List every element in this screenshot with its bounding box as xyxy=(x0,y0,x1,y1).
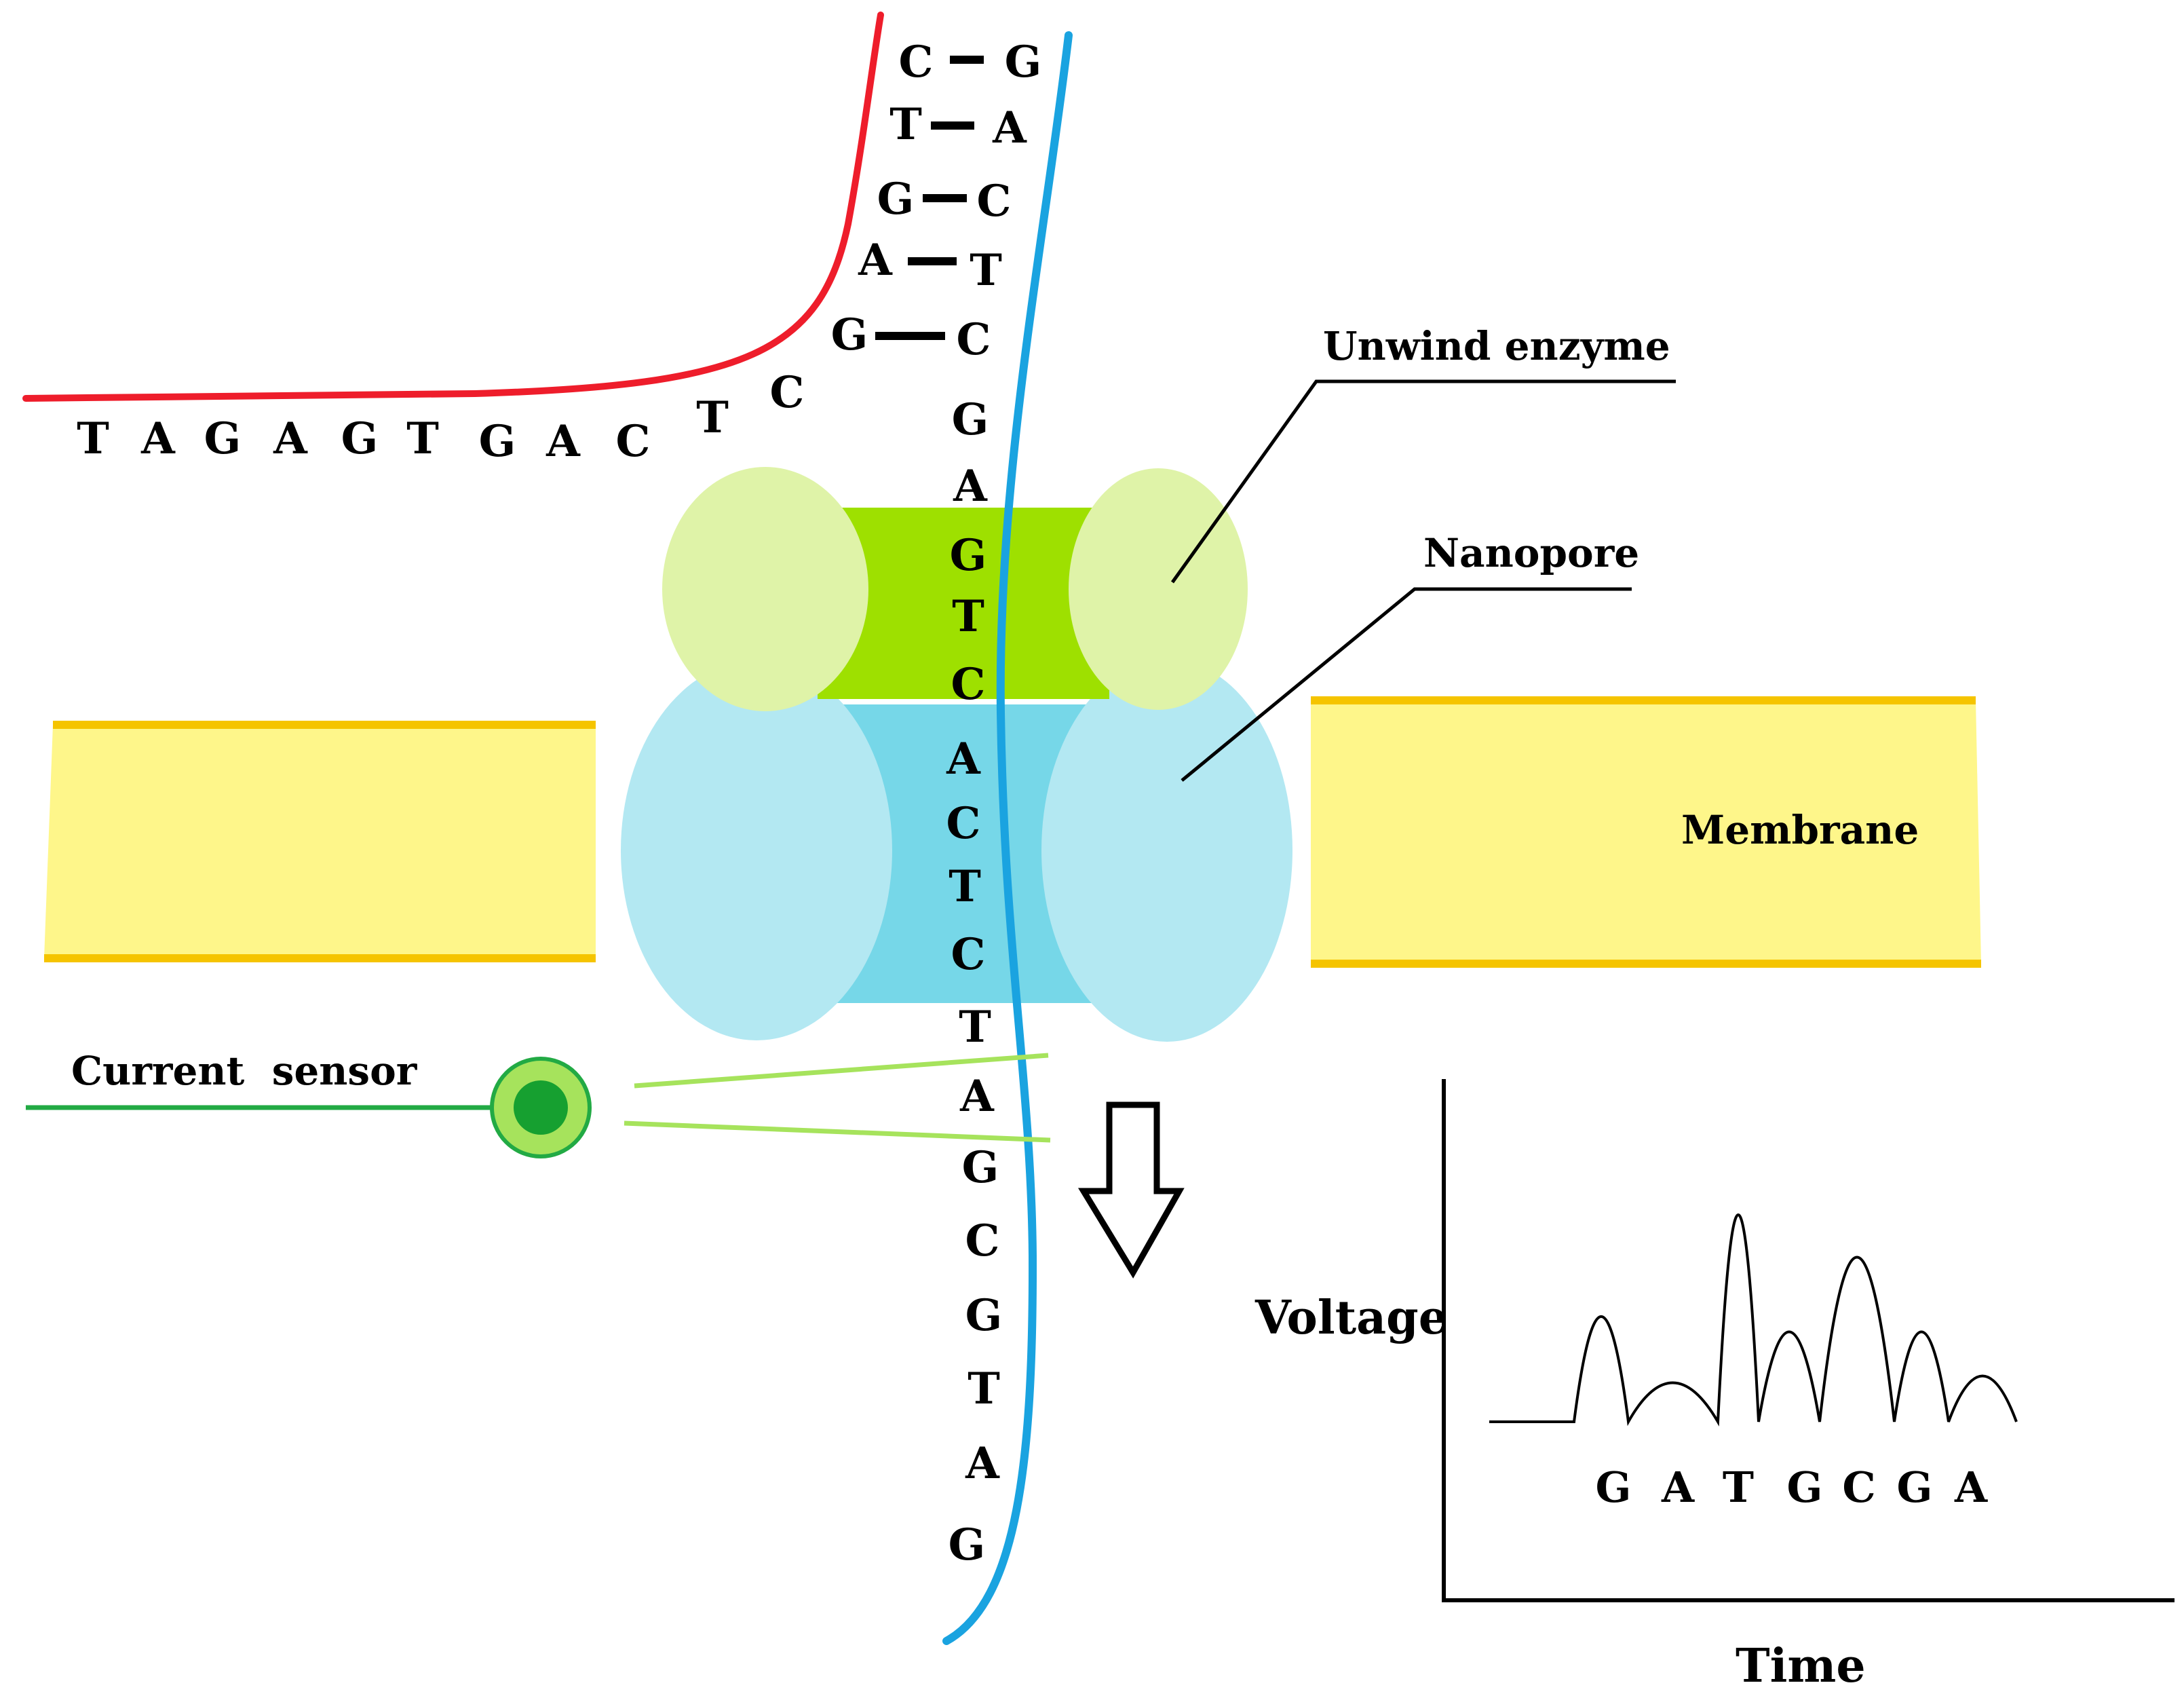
membrane-label: Membrane xyxy=(1681,807,1919,853)
nanopore-right-lobe xyxy=(1041,659,1292,1042)
signal-base: A xyxy=(1661,1463,1695,1512)
strand-base: G xyxy=(950,530,987,581)
signal-trace xyxy=(1489,1213,2018,1427)
strand-base: C xyxy=(951,659,986,710)
unwind-enzyme-label: Unwind enzyme xyxy=(1323,323,1670,369)
current-sensor xyxy=(26,1053,1051,1158)
strand-base: A xyxy=(946,734,981,785)
unpaired-base: T xyxy=(77,413,109,464)
base-pair: C G xyxy=(899,37,1042,88)
plot-axes xyxy=(1442,1079,2175,1602)
strand-base: G xyxy=(965,1290,1003,1341)
enzyme-right-lobe xyxy=(1069,468,1248,710)
membrane xyxy=(44,696,1981,968)
unpaired-base: A xyxy=(545,416,581,467)
base-pair: T A xyxy=(889,99,1027,153)
label-pointers xyxy=(1170,379,1676,782)
membrane-left-fill xyxy=(44,725,596,958)
base-pair-left: C xyxy=(899,37,934,88)
base-pair-left: A xyxy=(858,235,893,286)
unpaired-base: C xyxy=(616,416,651,467)
signal-base-labels: G A T G C G A xyxy=(1596,1463,1988,1512)
strand-base: G xyxy=(962,1142,999,1193)
strand-base: T xyxy=(952,591,984,642)
enzyme-left-lobe xyxy=(662,467,868,711)
unpaired-base: C xyxy=(770,367,805,418)
signal-base: C xyxy=(1842,1463,1875,1512)
strand-base: A xyxy=(959,1071,995,1122)
base-pair-right: C xyxy=(977,176,1012,227)
strand-base: C xyxy=(965,1215,1000,1266)
signal-base: G xyxy=(1897,1463,1933,1512)
base-pair-left: G xyxy=(877,174,915,225)
base-pair: A T xyxy=(858,235,1002,296)
nanopore-pointer xyxy=(1181,587,1632,782)
strand-base: C xyxy=(951,929,986,980)
signal-plot: G A T G C G A Voltage Time xyxy=(1254,1079,2175,1693)
current-sensor-label: Current sensor xyxy=(71,1048,418,1094)
strand-base: A xyxy=(953,461,988,512)
strand-base: G xyxy=(949,1520,986,1570)
base-pair-right: T xyxy=(970,245,1002,296)
strand-base: T xyxy=(968,1363,1000,1414)
signal-base: G xyxy=(1596,1463,1632,1512)
base-pair-right: G xyxy=(1005,37,1042,88)
strand-base: A xyxy=(965,1438,1000,1489)
sensor-core xyxy=(514,1080,568,1135)
blue-dna-strand xyxy=(942,31,1073,1645)
unpaired-base: G xyxy=(341,413,379,464)
base-pair-left: T xyxy=(889,99,922,150)
unwind-enzyme xyxy=(662,467,1248,711)
unpaired-base: A xyxy=(273,413,308,464)
down-arrow-icon xyxy=(1077,1101,1185,1279)
unwind-enzyme-pointer xyxy=(1170,379,1676,584)
time-axis-label: Time xyxy=(1736,1639,1866,1693)
strand-base: C xyxy=(946,798,981,849)
base-pair: G C xyxy=(877,174,1012,227)
unpaired-base: G xyxy=(479,416,516,467)
translocating-strand-bases: G A G T C A C T C T A G C G T A G xyxy=(946,394,1002,1570)
membrane-right-fill xyxy=(1311,700,1981,964)
nanopore-left-lobe xyxy=(621,660,892,1040)
unpaired-base: T xyxy=(696,392,729,443)
unpaired-base: G xyxy=(204,413,242,464)
unpaired-base: A xyxy=(140,413,176,464)
nanopore xyxy=(621,659,1292,1042)
strand-base: G xyxy=(952,394,989,445)
sensor-probe-upper xyxy=(634,1053,1049,1089)
signal-base: A xyxy=(1954,1463,1988,1512)
red-dna-strand xyxy=(22,12,884,402)
base-pair-right: C xyxy=(957,314,991,365)
strand-base: T xyxy=(959,1002,991,1053)
unpaired-strand-bases: T A G A G T G A C T C xyxy=(77,367,804,467)
base-pair: G C xyxy=(831,309,991,365)
base-pair-right: A xyxy=(992,102,1027,153)
voltage-axis-label: Voltage xyxy=(1254,1291,1448,1345)
signal-base: T xyxy=(1723,1463,1754,1512)
sensor-probe-lower xyxy=(624,1120,1051,1143)
unpaired-base: T xyxy=(406,413,439,464)
signal-base: G xyxy=(1787,1463,1823,1512)
base-pairs: C G T A G C A T G C xyxy=(831,37,1042,365)
base-pair-left: G xyxy=(831,309,868,360)
nanopore-label: Nanopore xyxy=(1423,530,1639,576)
strand-base: T xyxy=(949,861,981,912)
